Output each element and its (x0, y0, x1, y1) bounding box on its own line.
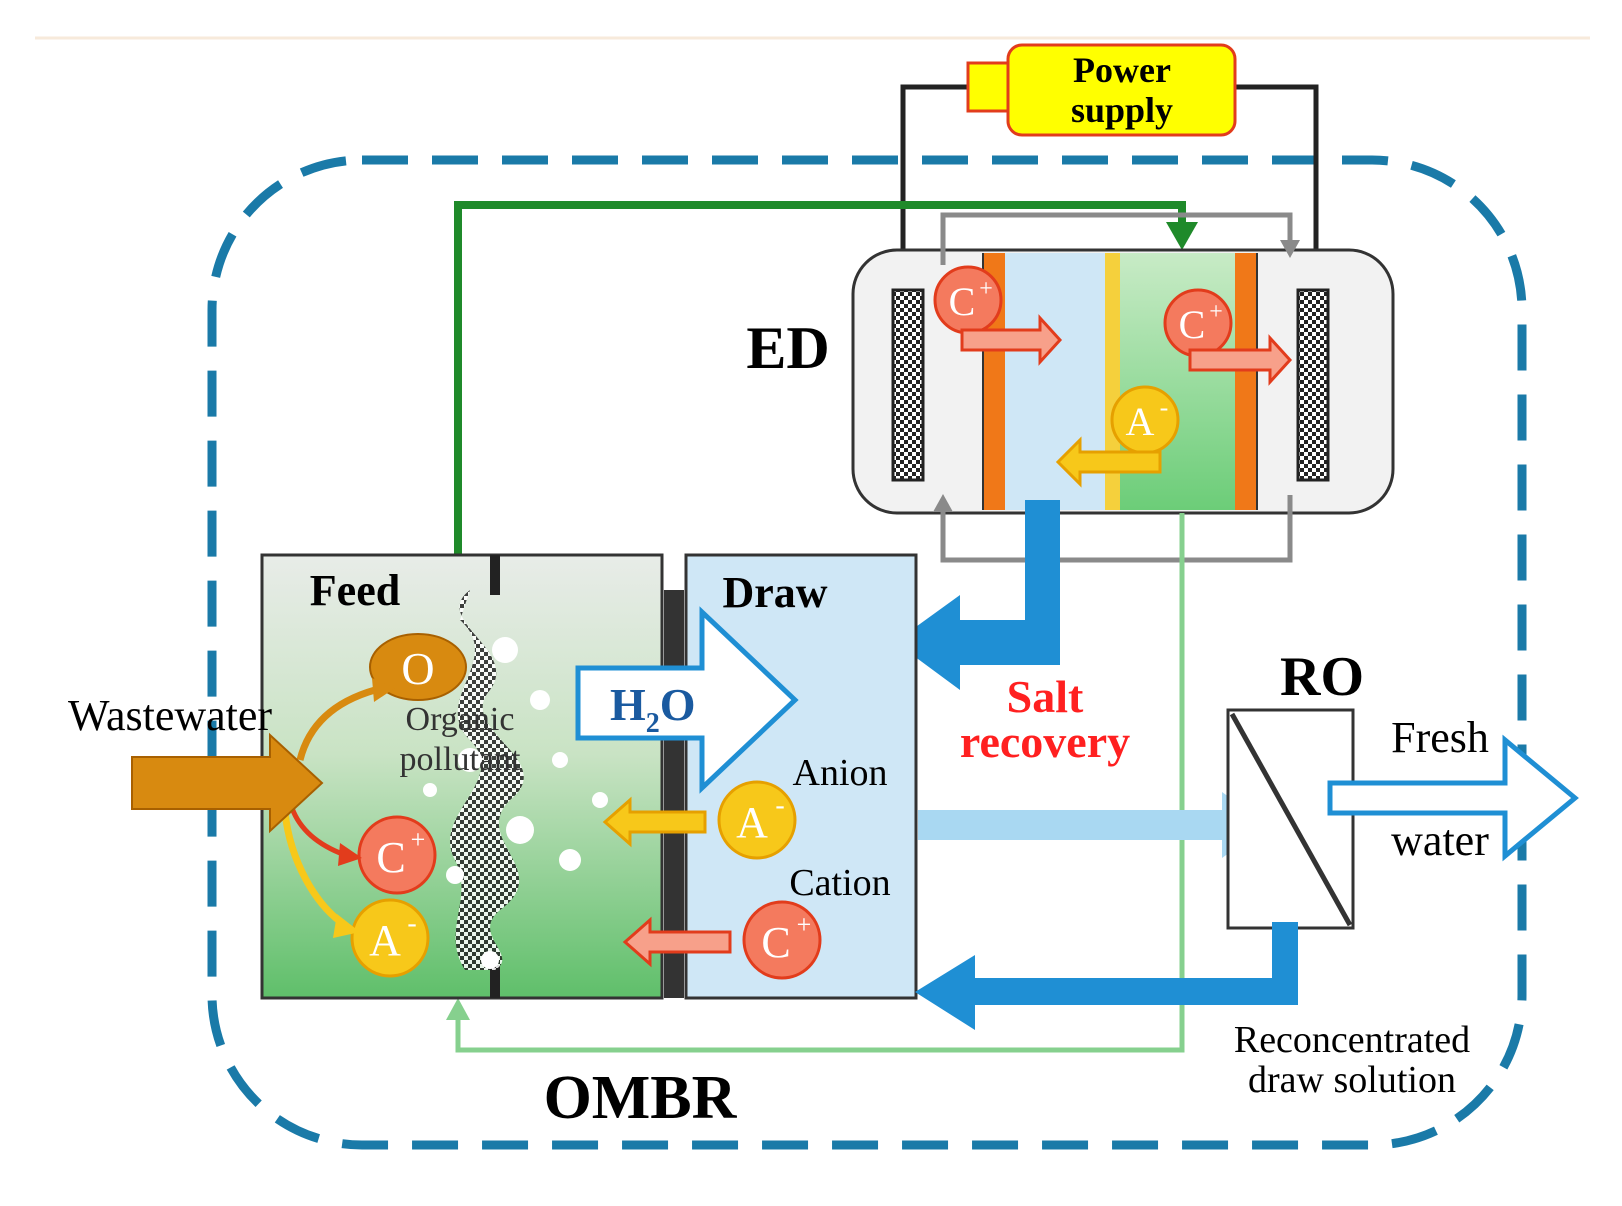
light-green-return-arrowhead (446, 998, 470, 1020)
reconcentrated-label-1: Reconcentrated (1234, 1019, 1470, 1061)
svg-text:C: C (761, 918, 790, 967)
cation-inflow-arrow (289, 807, 346, 858)
organic-pollutant-label-2: pollutant (400, 741, 521, 778)
ed-cation-2: C + (1163, 288, 1233, 358)
svg-text:+: + (797, 910, 812, 939)
svg-text:A: A (736, 798, 768, 847)
fresh-label: Fresh (1391, 713, 1489, 762)
ed-gray-loop-bottom (940, 495, 1293, 563)
ed-electrode-left (891, 288, 925, 482)
cation-label: Cation (789, 862, 890, 904)
feed-anion: A - (350, 898, 430, 978)
feed-cation: C + (357, 815, 437, 895)
salt-recovery-label-2: recovery (960, 716, 1130, 767)
draw-anion: A - (717, 780, 797, 860)
ro-membrane (1229, 712, 1353, 927)
system-boundary (207, 155, 1527, 1150)
water-label: water (1391, 816, 1489, 865)
wastewater-inflow: Wastewater (68, 691, 324, 834)
salt-recovery-label-1: Salt (1007, 671, 1084, 722)
ed-membrane-3 (1235, 253, 1257, 510)
ed-anion: A - (1110, 385, 1180, 455)
diluted-draw-arrow (918, 792, 1268, 858)
svg-text:A: A (369, 916, 401, 965)
svg-text:-: - (407, 908, 416, 939)
draw-label: Draw (722, 568, 827, 617)
ed-cation-1: C + (933, 265, 1003, 335)
ed-cell: C + C + A - ED (746, 212, 1395, 563)
ombr-label: OMBR (544, 1064, 738, 1132)
ed-anion-arrow (1055, 436, 1162, 488)
wastewater-label: Wastewater (68, 691, 272, 740)
ro-unit: RO (1226, 646, 1364, 930)
submerged-module-bottom (490, 965, 500, 998)
svg-text:+: + (411, 825, 426, 854)
organic-pollutant-label-1: Organic (406, 701, 515, 738)
fresh-water-outflow: Fresh water (1327, 713, 1579, 865)
svg-text:-: - (775, 790, 784, 821)
svg-text:+: + (979, 276, 993, 302)
green-loop-arrowhead (1166, 222, 1198, 250)
ed-label: ED (746, 315, 829, 381)
salt-recovery-arrow (895, 500, 1060, 690)
light-green-return-line (455, 513, 1185, 1053)
svg-text:C: C (949, 279, 976, 324)
ed-cation-arrow-1 (960, 314, 1063, 366)
anion-inflow-arrow (281, 811, 348, 928)
anion-label: Anion (793, 752, 888, 794)
draw-cation: C + (742, 900, 822, 980)
organic-particle: O (369, 633, 467, 701)
ro-label: RO (1280, 646, 1364, 708)
green-loop-line (454, 201, 1186, 555)
svg-text:O: O (401, 643, 434, 694)
power-supply: Power supply (966, 43, 1237, 137)
reverse-cation-flux-arrow (622, 916, 732, 968)
h2o-label: H2O (610, 679, 696, 739)
organic-pollutant-floc (450, 590, 524, 970)
ed-electrode-right (1296, 288, 1330, 482)
power-supply-label-2: supply (1071, 90, 1173, 130)
water-flux-arrow: H2O (575, 606, 799, 794)
ed-gray-loop-top (940, 212, 1293, 265)
svg-text:C: C (1179, 302, 1206, 347)
power-supply-label-1: Power (1073, 50, 1171, 90)
feed-tank: Feed O Organic pollutant C + A - (260, 553, 664, 1000)
reconcentrated-draw-arrow (915, 922, 1298, 1030)
organic-inflow-arrow (296, 686, 376, 761)
draw-tank: Draw Anion Cation A - C + (684, 553, 918, 1000)
reconcentrated-label-2: draw solution (1248, 1059, 1456, 1101)
svg-text:C: C (376, 833, 405, 882)
feed-label: Feed (310, 566, 400, 615)
ed-cation-arrow-2 (1188, 334, 1293, 386)
submerged-module-top (490, 555, 500, 595)
svg-text:A: A (1126, 399, 1155, 444)
reverse-anion-flux-arrow (602, 796, 707, 848)
svg-text:-: - (1160, 393, 1169, 422)
ed-membrane-2 (1105, 253, 1120, 510)
svg-text:+: + (1209, 299, 1223, 325)
